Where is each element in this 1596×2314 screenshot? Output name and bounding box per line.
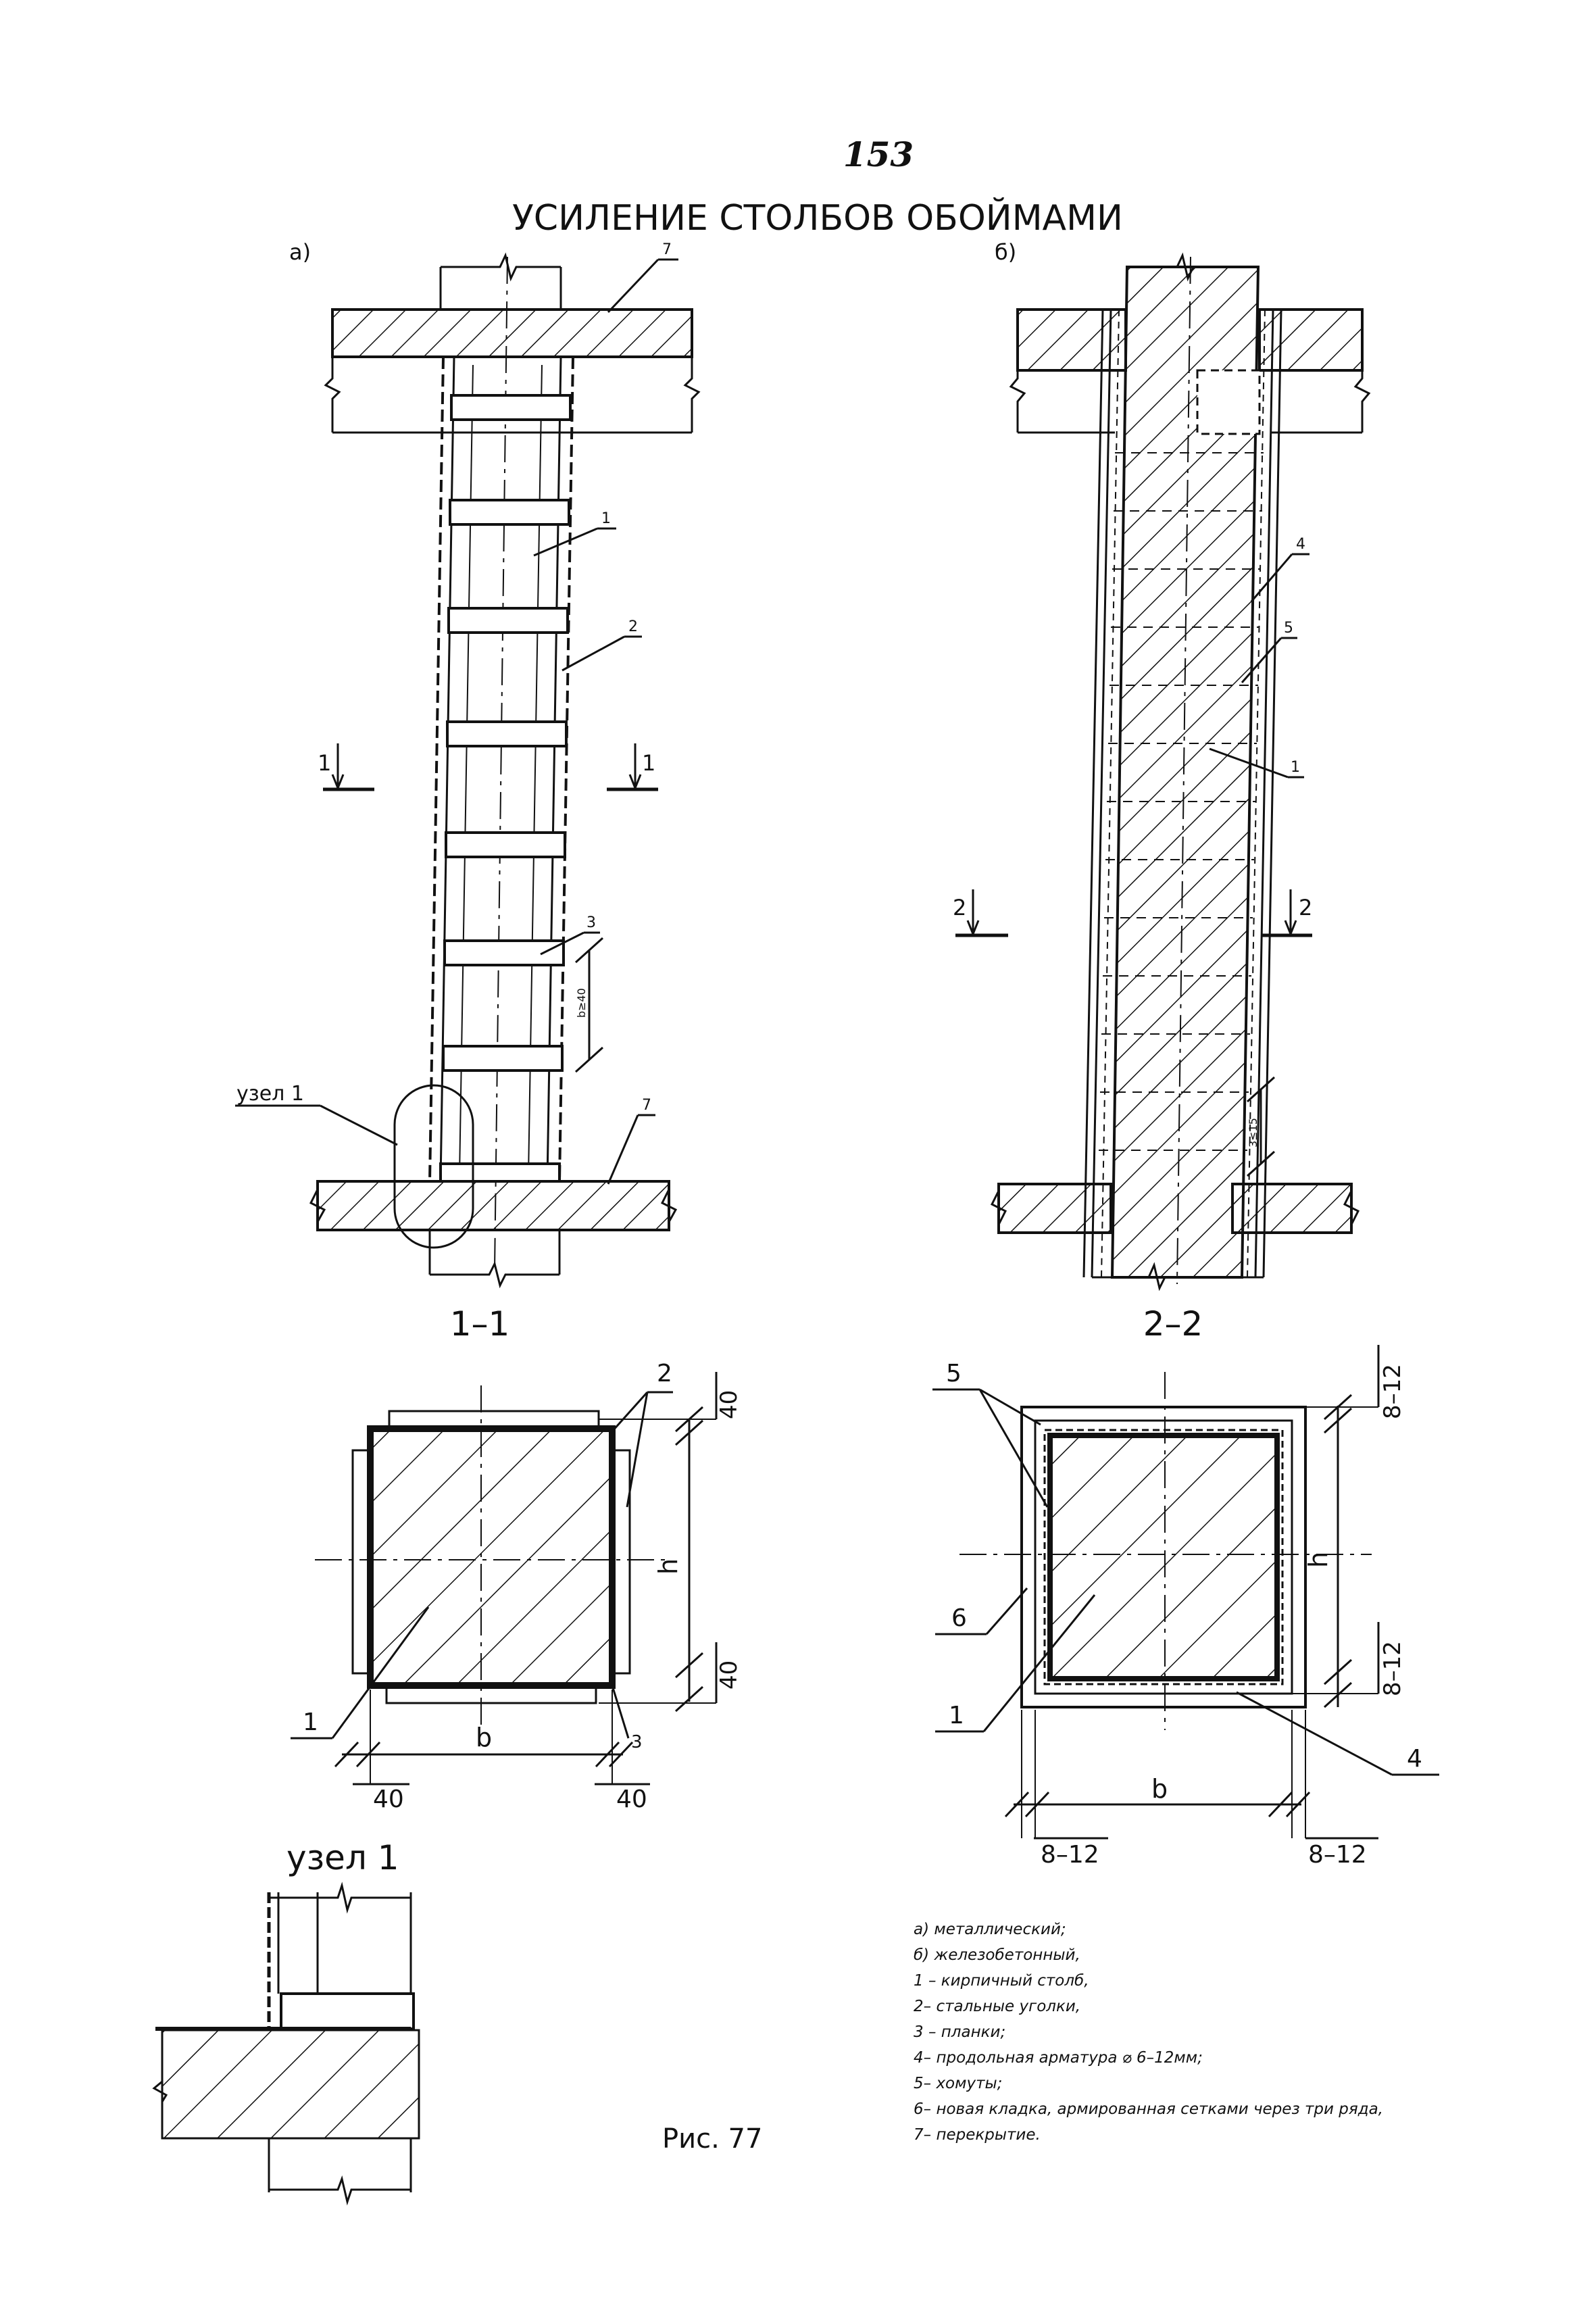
callout-a-7-bottom: 7 — [642, 1097, 651, 1114]
legend-item: б) железобетонный, — [914, 1946, 1080, 1964]
section-2-2-title: 2–2 — [1143, 1304, 1203, 1344]
strap-8 — [439, 1162, 561, 1183]
callout-a-1: 1 — [601, 510, 611, 527]
dim-s2-h: h — [1303, 1552, 1333, 1568]
view-b-label: б) — [995, 239, 1016, 265]
strap-5 — [445, 831, 566, 858]
callout-b-5: 5 — [1284, 620, 1293, 637]
dim-s1-40-top: 40 — [716, 1390, 743, 1419]
callout-s2-1: 1 — [949, 1702, 964, 1729]
dim-s1-h: h — [653, 1558, 683, 1575]
section-1-brick-core — [367, 1425, 616, 1689]
figure-caption: Рис. 77 — [662, 2123, 762, 2155]
legend-item: а) металлический; — [914, 1921, 1066, 1938]
callout-a-3: 3 — [587, 914, 596, 931]
page-title: УСИЛЕНИЕ СТОЛБОВ ОБОЙМАМИ — [512, 197, 1123, 239]
legend-item: 4– продольная арматура ⌀ 6–12мм; — [914, 2049, 1203, 2067]
legend: а) металлический; б) железобетонный, 1 –… — [914, 1917, 1522, 2148]
legend-item: 6– новая кладка, армированная сетками че… — [914, 2100, 1383, 2118]
callout-s2-4: 4 — [1407, 1745, 1422, 1773]
dim-a-strap-spacing: b≥40 — [575, 988, 588, 1018]
legend-item: 7– перекрытие. — [914, 2126, 1041, 2144]
dim-s2-8-12-top: 8–12 — [1379, 1364, 1406, 1419]
callout-s1-2: 2 — [657, 1360, 672, 1387]
callout-s1-1: 1 — [303, 1708, 318, 1736]
strap-2 — [449, 499, 570, 526]
dim-s2-8-12-bottom-left: 8–12 — [1041, 1841, 1099, 1869]
node-1-detail: узел 1 — [152, 1838, 420, 2206]
upper-floor-slab — [331, 308, 693, 358]
legend-item: 2– стальные уголки, — [914, 1998, 1081, 2015]
callout-s2-6: 6 — [951, 1604, 967, 1632]
callout-s2-5: 5 — [946, 1360, 962, 1387]
section-1-1: 1–1 2 1 3 40 h 40 — [291, 1304, 743, 1813]
section-2-core — [1047, 1433, 1280, 1681]
page-number: 153 — [843, 134, 914, 174]
dim-s2-b: b — [1151, 1774, 1168, 1804]
dim-s1-40-bottom-left: 40 — [373, 1786, 404, 1813]
dim-s2-8-12-right: 8–12 — [1379, 1641, 1406, 1696]
strap-1 — [450, 394, 572, 421]
section-2-mark-right: 2 — [1299, 895, 1312, 920]
section-1-mark-left: 1 — [318, 750, 331, 776]
dim-s1-40-right: 40 — [716, 1660, 743, 1690]
dim-s1-40-bottom-right: 40 — [616, 1786, 647, 1813]
callout-a-2: 2 — [628, 618, 638, 635]
view-a-metal-jacket: а) узел 1 — [235, 239, 701, 1289]
node-1-title: узел 1 — [286, 1838, 399, 1877]
node-1-slab — [161, 2029, 420, 2140]
section-2-mark-left: 2 — [953, 895, 966, 920]
legend-item: 3 – планки; — [914, 2023, 1006, 2041]
dim-s2-8-12-bottom-right: 8–12 — [1308, 1841, 1367, 1869]
view-b-reinforced-concrete-jacket: б) — [953, 239, 1371, 1291]
strap-6 — [443, 939, 565, 966]
view-a-label: а) — [289, 239, 311, 265]
node-1-marker — [393, 1084, 474, 1249]
strap-7 — [442, 1045, 564, 1072]
strap-4 — [446, 720, 568, 747]
strap-3 — [447, 607, 569, 634]
section-2-2: 2–2 5 6 1 4 8–12 h 8–12 — [932, 1304, 1439, 1869]
dim-b-stirrup-spacing: 3≤15 — [1247, 1118, 1260, 1148]
callout-b-4: 4 — [1296, 536, 1305, 553]
lower-floor-slab — [316, 1180, 670, 1231]
section-1-mark-right: 1 — [642, 750, 655, 776]
dim-s1-b: b — [476, 1723, 492, 1752]
callout-b-1: 1 — [1291, 759, 1300, 776]
callout-s1-3: 3 — [631, 1732, 643, 1752]
callout-a-7-top: 7 — [662, 241, 672, 258]
legend-item: 1 – кирпичный столб, — [914, 1972, 1089, 1990]
node-1-label: узел 1 — [236, 1082, 304, 1106]
legend-item: 5– хомуты; — [914, 2075, 1003, 2092]
section-1-1-title: 1–1 — [450, 1304, 510, 1344]
